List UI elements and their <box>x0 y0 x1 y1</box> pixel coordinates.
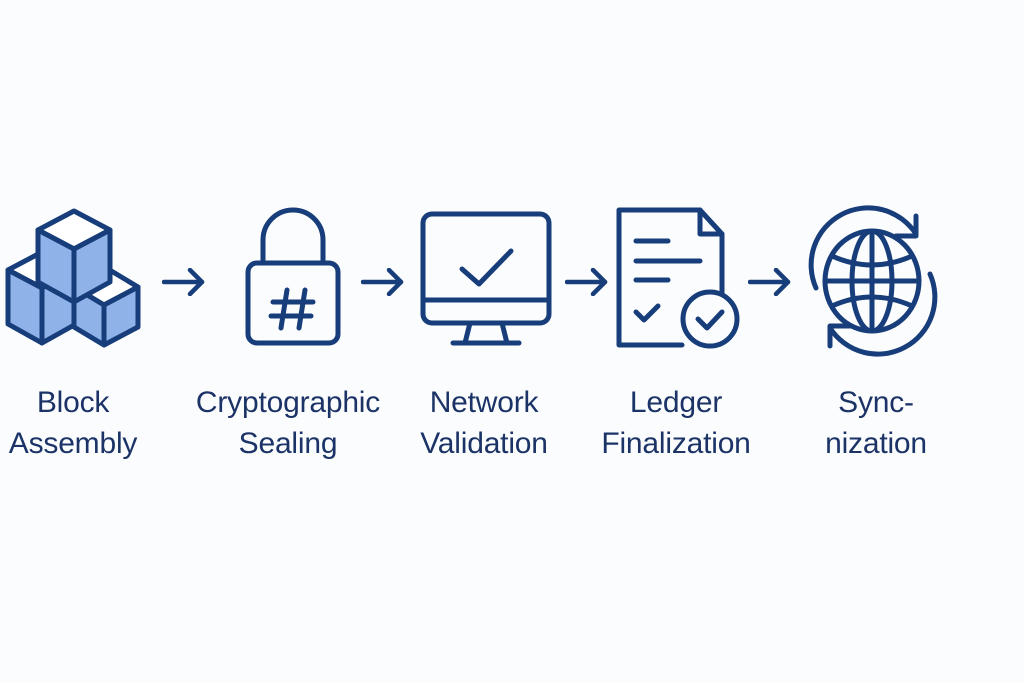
arrow-right-icon <box>161 267 206 301</box>
step-label-line2: Assembly <box>8 427 138 460</box>
step-label-block-assembly: Block Assembly <box>0 382 193 464</box>
step-label-line1: Ledger <box>629 386 723 419</box>
step-label-line1: Cryptographic <box>195 386 381 419</box>
padlock-hash-icon <box>245 206 341 348</box>
step-label-line2: Finalization <box>601 427 751 460</box>
step-label-line1: Block <box>36 386 110 419</box>
arrow-right-icon <box>747 267 792 301</box>
step-label-line2: nization <box>825 427 927 460</box>
step-label-cryptographic-sealing: Cryptographic Sealing <box>168 382 408 464</box>
arrow-right-icon <box>564 267 609 301</box>
step-label-line2: Sealing <box>238 427 338 460</box>
step-label-line1: Network <box>429 386 539 419</box>
step-label-ledger-finalization: Ledger Finalization <box>556 382 796 464</box>
globe-sync-icon <box>806 205 940 357</box>
document-check-icon <box>614 206 744 350</box>
arrow-right-icon <box>360 267 405 301</box>
monitor-check-icon <box>420 211 552 347</box>
step-label-synchronization: Sync- nization <box>756 382 996 464</box>
step-label-line1: Sync- <box>838 386 914 419</box>
step-label-network-validation: Network Validation <box>364 382 604 464</box>
cubes-icon <box>4 207 144 352</box>
step-label-line2: Validation <box>420 427 548 460</box>
